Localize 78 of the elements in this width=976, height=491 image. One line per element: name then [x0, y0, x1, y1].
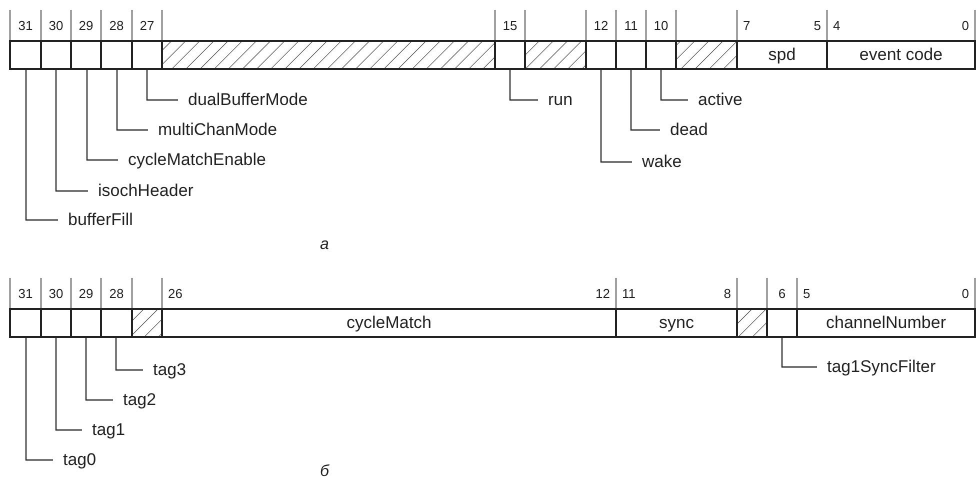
- bit-number: 10: [652, 18, 670, 34]
- field-label: tag0: [53, 449, 96, 471]
- field-name: spd: [768, 45, 796, 65]
- bit-number: 29: [78, 286, 94, 302]
- field-name: event code: [859, 45, 943, 65]
- bit-number: 11: [623, 18, 639, 34]
- bit-field: [9, 308, 42, 338]
- bit-field: [9, 40, 42, 70]
- register-field: [615, 308, 738, 338]
- leader-line: [630, 70, 660, 131]
- leader-line: [25, 338, 53, 461]
- leader-line: [116, 70, 148, 131]
- field-name: cycleMatch: [346, 313, 432, 333]
- bit-field: [100, 40, 133, 70]
- field-label: isochHeader: [88, 180, 194, 202]
- field-label: tag3: [143, 359, 186, 381]
- leader-line: [55, 338, 82, 431]
- register-field: [826, 40, 976, 70]
- bit-field: [70, 40, 102, 70]
- bit-number: 28: [108, 286, 125, 302]
- bit-field: [70, 308, 102, 338]
- field-label: bufferFill: [58, 209, 133, 231]
- bit-number: 12: [596, 286, 610, 302]
- field-label: active: [688, 89, 742, 111]
- bit-number: 31: [17, 286, 34, 302]
- bit-field: [766, 308, 798, 338]
- field-label: tag1SyncFilter: [817, 356, 936, 378]
- bit-number: 6: [777, 286, 787, 302]
- field-label: run: [538, 89, 573, 111]
- field-label: tag2: [113, 389, 156, 411]
- bit-number: 30: [48, 18, 64, 34]
- field-label: dualBufferMode: [178, 89, 308, 111]
- leader-line: [781, 338, 817, 368]
- field-label: cycleMatchEnable: [118, 149, 266, 171]
- bit-number: 5: [814, 18, 821, 34]
- bit-number: 26: [168, 286, 182, 302]
- bit-number: 30: [48, 286, 64, 302]
- register-field: [796, 308, 976, 338]
- leader-line: [146, 70, 178, 101]
- bit-field: [645, 40, 677, 70]
- figure-caption: б: [320, 463, 329, 481]
- bit-number: 28: [108, 18, 125, 34]
- bit-number: 29: [78, 18, 94, 34]
- bit-number: 8: [724, 286, 731, 302]
- leader-line: [600, 70, 632, 163]
- bit-field: [585, 40, 617, 70]
- bit-number: 0: [962, 286, 969, 302]
- bit-field: [494, 40, 526, 70]
- leader-line: [55, 70, 88, 192]
- field-label: dead: [660, 119, 708, 141]
- bit-field: [100, 308, 133, 338]
- bit-field: [131, 40, 163, 70]
- leader-line: [509, 70, 538, 101]
- bit-field: [40, 308, 72, 338]
- figure-caption: а: [320, 236, 329, 254]
- bit-field: [615, 40, 647, 70]
- bit-number: 15: [502, 18, 518, 34]
- field-label: multiChanMode: [148, 119, 278, 141]
- bit-number: 4: [833, 18, 840, 34]
- field-name: channelNumber: [826, 313, 946, 333]
- register-field: [161, 308, 617, 338]
- field-label: wake: [632, 151, 682, 173]
- bit-number: 12: [592, 18, 610, 34]
- bit-number: 0: [962, 18, 969, 34]
- bit-number: 11: [622, 286, 636, 302]
- bit-number: 7: [743, 18, 750, 34]
- leader-line: [86, 70, 118, 161]
- bit-number: 5: [803, 286, 810, 302]
- leader-line: [115, 338, 143, 371]
- field-label: tag1: [82, 419, 126, 441]
- register-field: [736, 40, 828, 70]
- bit-number: 31: [17, 18, 34, 34]
- bit-number: 27: [138, 18, 156, 34]
- leader-line: [85, 338, 113, 401]
- field-name: sync: [659, 313, 694, 333]
- leader-line: [25, 70, 58, 221]
- leader-line: [660, 70, 688, 101]
- bit-field: [40, 40, 72, 70]
